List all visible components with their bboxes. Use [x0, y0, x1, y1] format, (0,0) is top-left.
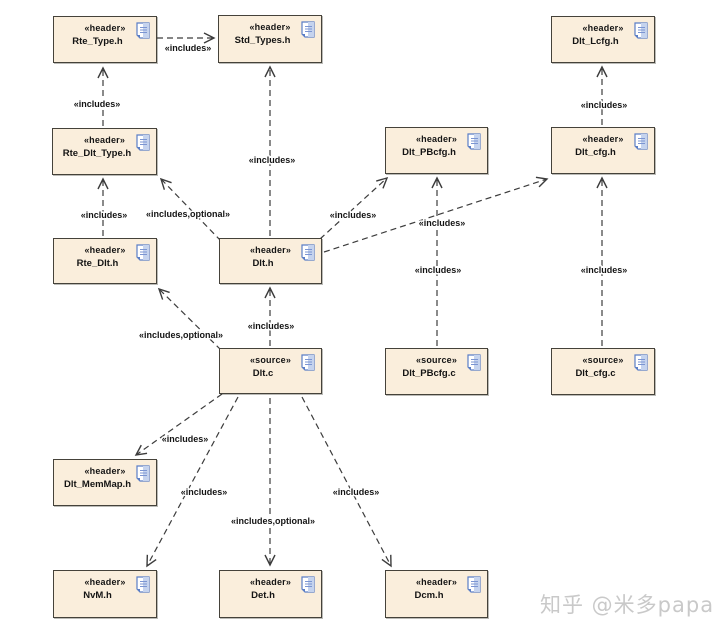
- node-stereotype: «header»: [84, 245, 126, 255]
- node-name: Dlt_PBcfg.c: [402, 368, 456, 379]
- node-dcm-h: «header» Dcm.h: [385, 570, 488, 618]
- node-name: Rte_Dlt.h: [76, 258, 119, 269]
- zhihu-watermark: 知乎 @米多papa: [540, 593, 715, 617]
- edge-label: «includes»: [74, 99, 121, 109]
- edge-label: «includes»: [249, 155, 296, 165]
- node-dlt-h: «header» Dlt.h: [219, 238, 322, 284]
- node-name: Dlt_PBcfg.h: [402, 147, 456, 158]
- document-icon: [136, 134, 150, 151]
- node-rte-dlt-h: «header» Rte_Dlt.h: [53, 238, 157, 284]
- node-stereotype: «header»: [84, 466, 126, 476]
- node-stereotype: «header»: [249, 577, 292, 587]
- node-dlt-cfg-h: «header» Dlt_cfg.h: [551, 127, 655, 174]
- document-icon: [136, 22, 150, 39]
- node-nvm-h: «header» NvM.h: [53, 570, 157, 618]
- document-icon: [467, 576, 481, 593]
- document-icon: [467, 354, 481, 371]
- node-name: Dcm.h: [414, 590, 444, 601]
- edge-label: «includes,optional»: [139, 330, 223, 340]
- edge-label: «includes»: [162, 434, 209, 444]
- node-stereotype: «header»: [84, 577, 126, 587]
- edge-label: «includes»: [419, 218, 466, 228]
- edge-dlt-c-to-nvm: [146, 396, 239, 568]
- edge-label: «includes»: [248, 321, 295, 331]
- edge-label: «includes»: [181, 487, 228, 497]
- node-rte-dlt-type-h: «header» Rte_Dlt_Type.h: [52, 128, 157, 175]
- node-name: Dlt_MemMap.h: [63, 479, 132, 490]
- document-icon: [136, 465, 150, 482]
- node-dlt-memmap-h: «header» Dlt_MemMap.h: [53, 459, 157, 506]
- node-stereotype: «header»: [415, 577, 458, 587]
- node-name: Dlt.c: [252, 368, 274, 379]
- node-stereotype: «source»: [249, 355, 292, 365]
- node-dlt-c: «source» Dlt.c: [219, 348, 322, 394]
- edge-label: «includes»: [333, 487, 380, 497]
- node-std-types-h: «header» Std_Types.h: [218, 15, 322, 63]
- document-icon: [301, 21, 315, 38]
- edge-label: «includes»: [581, 265, 628, 275]
- document-icon: [634, 22, 648, 39]
- edge-label: «includes»: [415, 265, 462, 275]
- node-name: Dlt_cfg.h: [575, 147, 616, 158]
- node-name: Det.h: [251, 590, 275, 601]
- node-stereotype: «source»: [582, 355, 624, 365]
- node-name: Std_Types.h: [234, 35, 291, 46]
- node-stereotype: «header»: [582, 23, 624, 33]
- node-stereotype: «header»: [84, 23, 126, 33]
- document-icon: [136, 576, 150, 593]
- node-name: Dlt_cfg.c: [575, 368, 616, 379]
- document-icon: [301, 576, 315, 593]
- edge-label: «includes»: [330, 210, 377, 220]
- edge-label: «includes»: [81, 210, 128, 220]
- node-dlt-pbcfg-c: «source» Dlt_PBcfg.c: [385, 348, 488, 395]
- edge-dlt-h-to-dlt-cfg-h: [323, 176, 549, 253]
- edge-dlt-c-to-dcm: [301, 396, 392, 568]
- edge-label: «includes,optional»: [146, 209, 230, 219]
- edge-dlt-c-to-rte-dlt-h: [157, 287, 222, 351]
- node-det-h: «header» Det.h: [219, 570, 322, 618]
- node-stereotype: «header»: [415, 134, 458, 144]
- document-icon: [634, 354, 648, 371]
- edge-label: «includes»: [581, 100, 628, 110]
- node-stereotype: «header»: [582, 134, 624, 144]
- edge-dlt-h-to-dlt-pbcfg-h: [319, 176, 389, 240]
- node-name: NvM.h: [83, 590, 112, 601]
- document-icon: [467, 133, 481, 150]
- edge-dlt-h-to-rte-dlt-type: [159, 177, 222, 242]
- node-rte-type-h: «header» Rte_Type.h: [53, 16, 157, 63]
- edge-label: «includes,optional»: [231, 516, 315, 526]
- node-name: Dlt_Lcfg.h: [572, 36, 619, 47]
- node-stereotype: «source»: [415, 355, 458, 365]
- node-stereotype: «header»: [83, 135, 126, 145]
- document-icon: [301, 354, 315, 371]
- node-name: Dlt.h: [252, 258, 274, 269]
- node-name: Rte_Dlt_Type.h: [62, 148, 132, 159]
- node-dlt-pbcfg-h: «header» Dlt_PBcfg.h: [385, 127, 488, 174]
- edge-dlt-c-to-dlt-memmap: [134, 393, 223, 456]
- document-icon: [136, 244, 150, 261]
- node-dlt-cfg-c: «source» Dlt_cfg.c: [551, 348, 655, 395]
- edge-label: «includes»: [165, 43, 212, 53]
- document-icon: [634, 133, 648, 150]
- node-dlt-lcfg-h: «header» Dlt_Lcfg.h: [551, 16, 655, 63]
- node-stereotype: «header»: [249, 245, 292, 255]
- node-stereotype: «header»: [249, 22, 291, 32]
- node-name: Rte_Type.h: [72, 36, 123, 47]
- document-icon: [301, 244, 315, 261]
